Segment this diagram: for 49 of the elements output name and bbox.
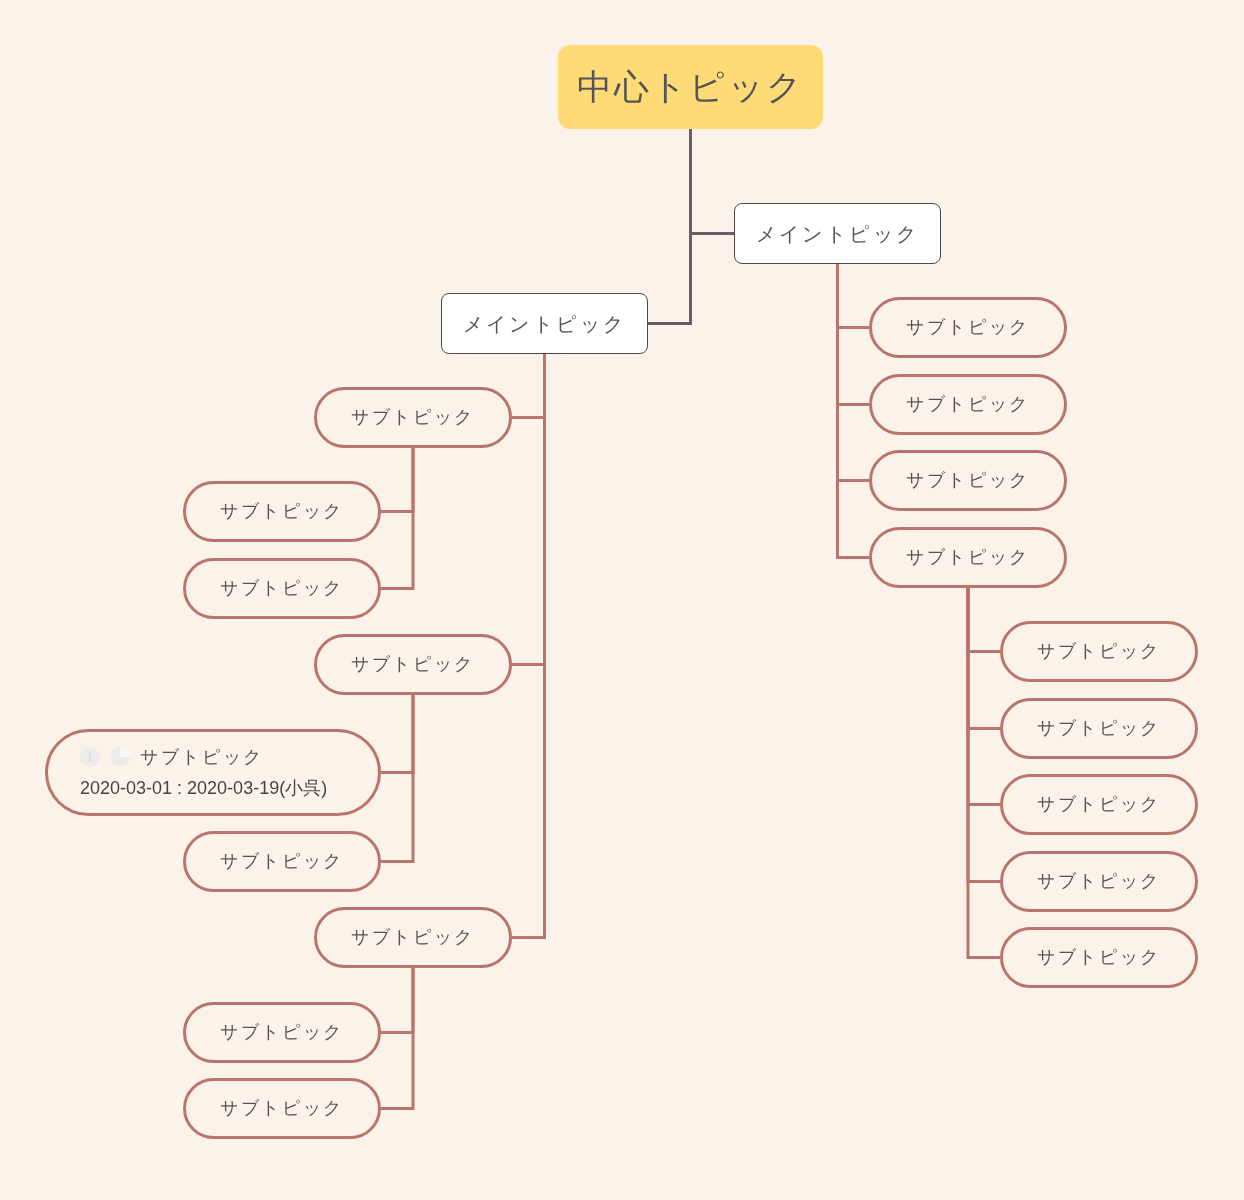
topic-label: サブトピック xyxy=(350,406,476,429)
topic-label: メイントピック xyxy=(462,311,627,337)
topic-label: サブトピック xyxy=(1036,793,1162,816)
topic-label: サブトピック xyxy=(140,745,265,769)
subtopic-pill xyxy=(183,1078,381,1139)
subtopic-pill xyxy=(314,634,512,695)
subtopic-pill xyxy=(183,481,381,542)
topic-label: サブトピック xyxy=(219,500,345,523)
date-range-text: 2020-03-01 : 2020-03-19(小呉) xyxy=(80,776,328,800)
topic-label: サブトピック xyxy=(905,316,1031,339)
topic-label: サブトピック xyxy=(905,393,1031,416)
topic-label: サブトピック xyxy=(350,653,476,676)
topic-label: 中心トピック xyxy=(577,65,804,108)
subtopic-pill xyxy=(183,831,381,892)
connector-line xyxy=(836,264,869,559)
subtopic-pill xyxy=(869,374,1067,435)
topic-label: サブトピック xyxy=(905,546,1031,569)
topic-label: サブトピック xyxy=(1036,640,1162,663)
subtopic-pill xyxy=(314,387,512,448)
subtopic-pill xyxy=(869,527,1067,588)
topic-label: サブトピック xyxy=(219,1097,345,1120)
subtopic-pill xyxy=(869,450,1067,511)
main-topic-box xyxy=(441,293,648,354)
subtopic-pill xyxy=(1000,621,1198,682)
topic-label: サブトピック xyxy=(905,469,1031,492)
subtopic-pill xyxy=(1000,774,1198,835)
topic-label: サブトピック xyxy=(219,577,345,600)
connector-line xyxy=(966,588,1000,959)
connector-line xyxy=(381,695,415,863)
subtopic-pill xyxy=(314,907,512,968)
connector-line xyxy=(648,129,692,325)
topic-label: サブトピック xyxy=(219,1021,345,1044)
subtopic-pill xyxy=(1000,851,1198,912)
topic-label: サブトピック xyxy=(219,850,345,873)
subtopic-pill xyxy=(1000,698,1198,759)
subtopic-pill xyxy=(1000,927,1198,988)
subtopic-pill xyxy=(45,729,381,816)
subtopic-pill xyxy=(183,558,381,619)
connector-line xyxy=(381,448,415,590)
topic-label: サブトピック xyxy=(1036,870,1162,893)
connector-line xyxy=(381,968,415,1110)
topic-label: サブトピック xyxy=(1036,946,1162,969)
subtopic-pill xyxy=(183,1002,381,1063)
main-topic-box xyxy=(734,203,941,264)
central-topic-box xyxy=(558,45,823,129)
topic-label: サブトピック xyxy=(350,926,476,949)
topic-label: メイントピック xyxy=(755,221,920,247)
subtopic-pill xyxy=(869,297,1067,358)
topic-label: サブトピック xyxy=(1036,717,1162,740)
